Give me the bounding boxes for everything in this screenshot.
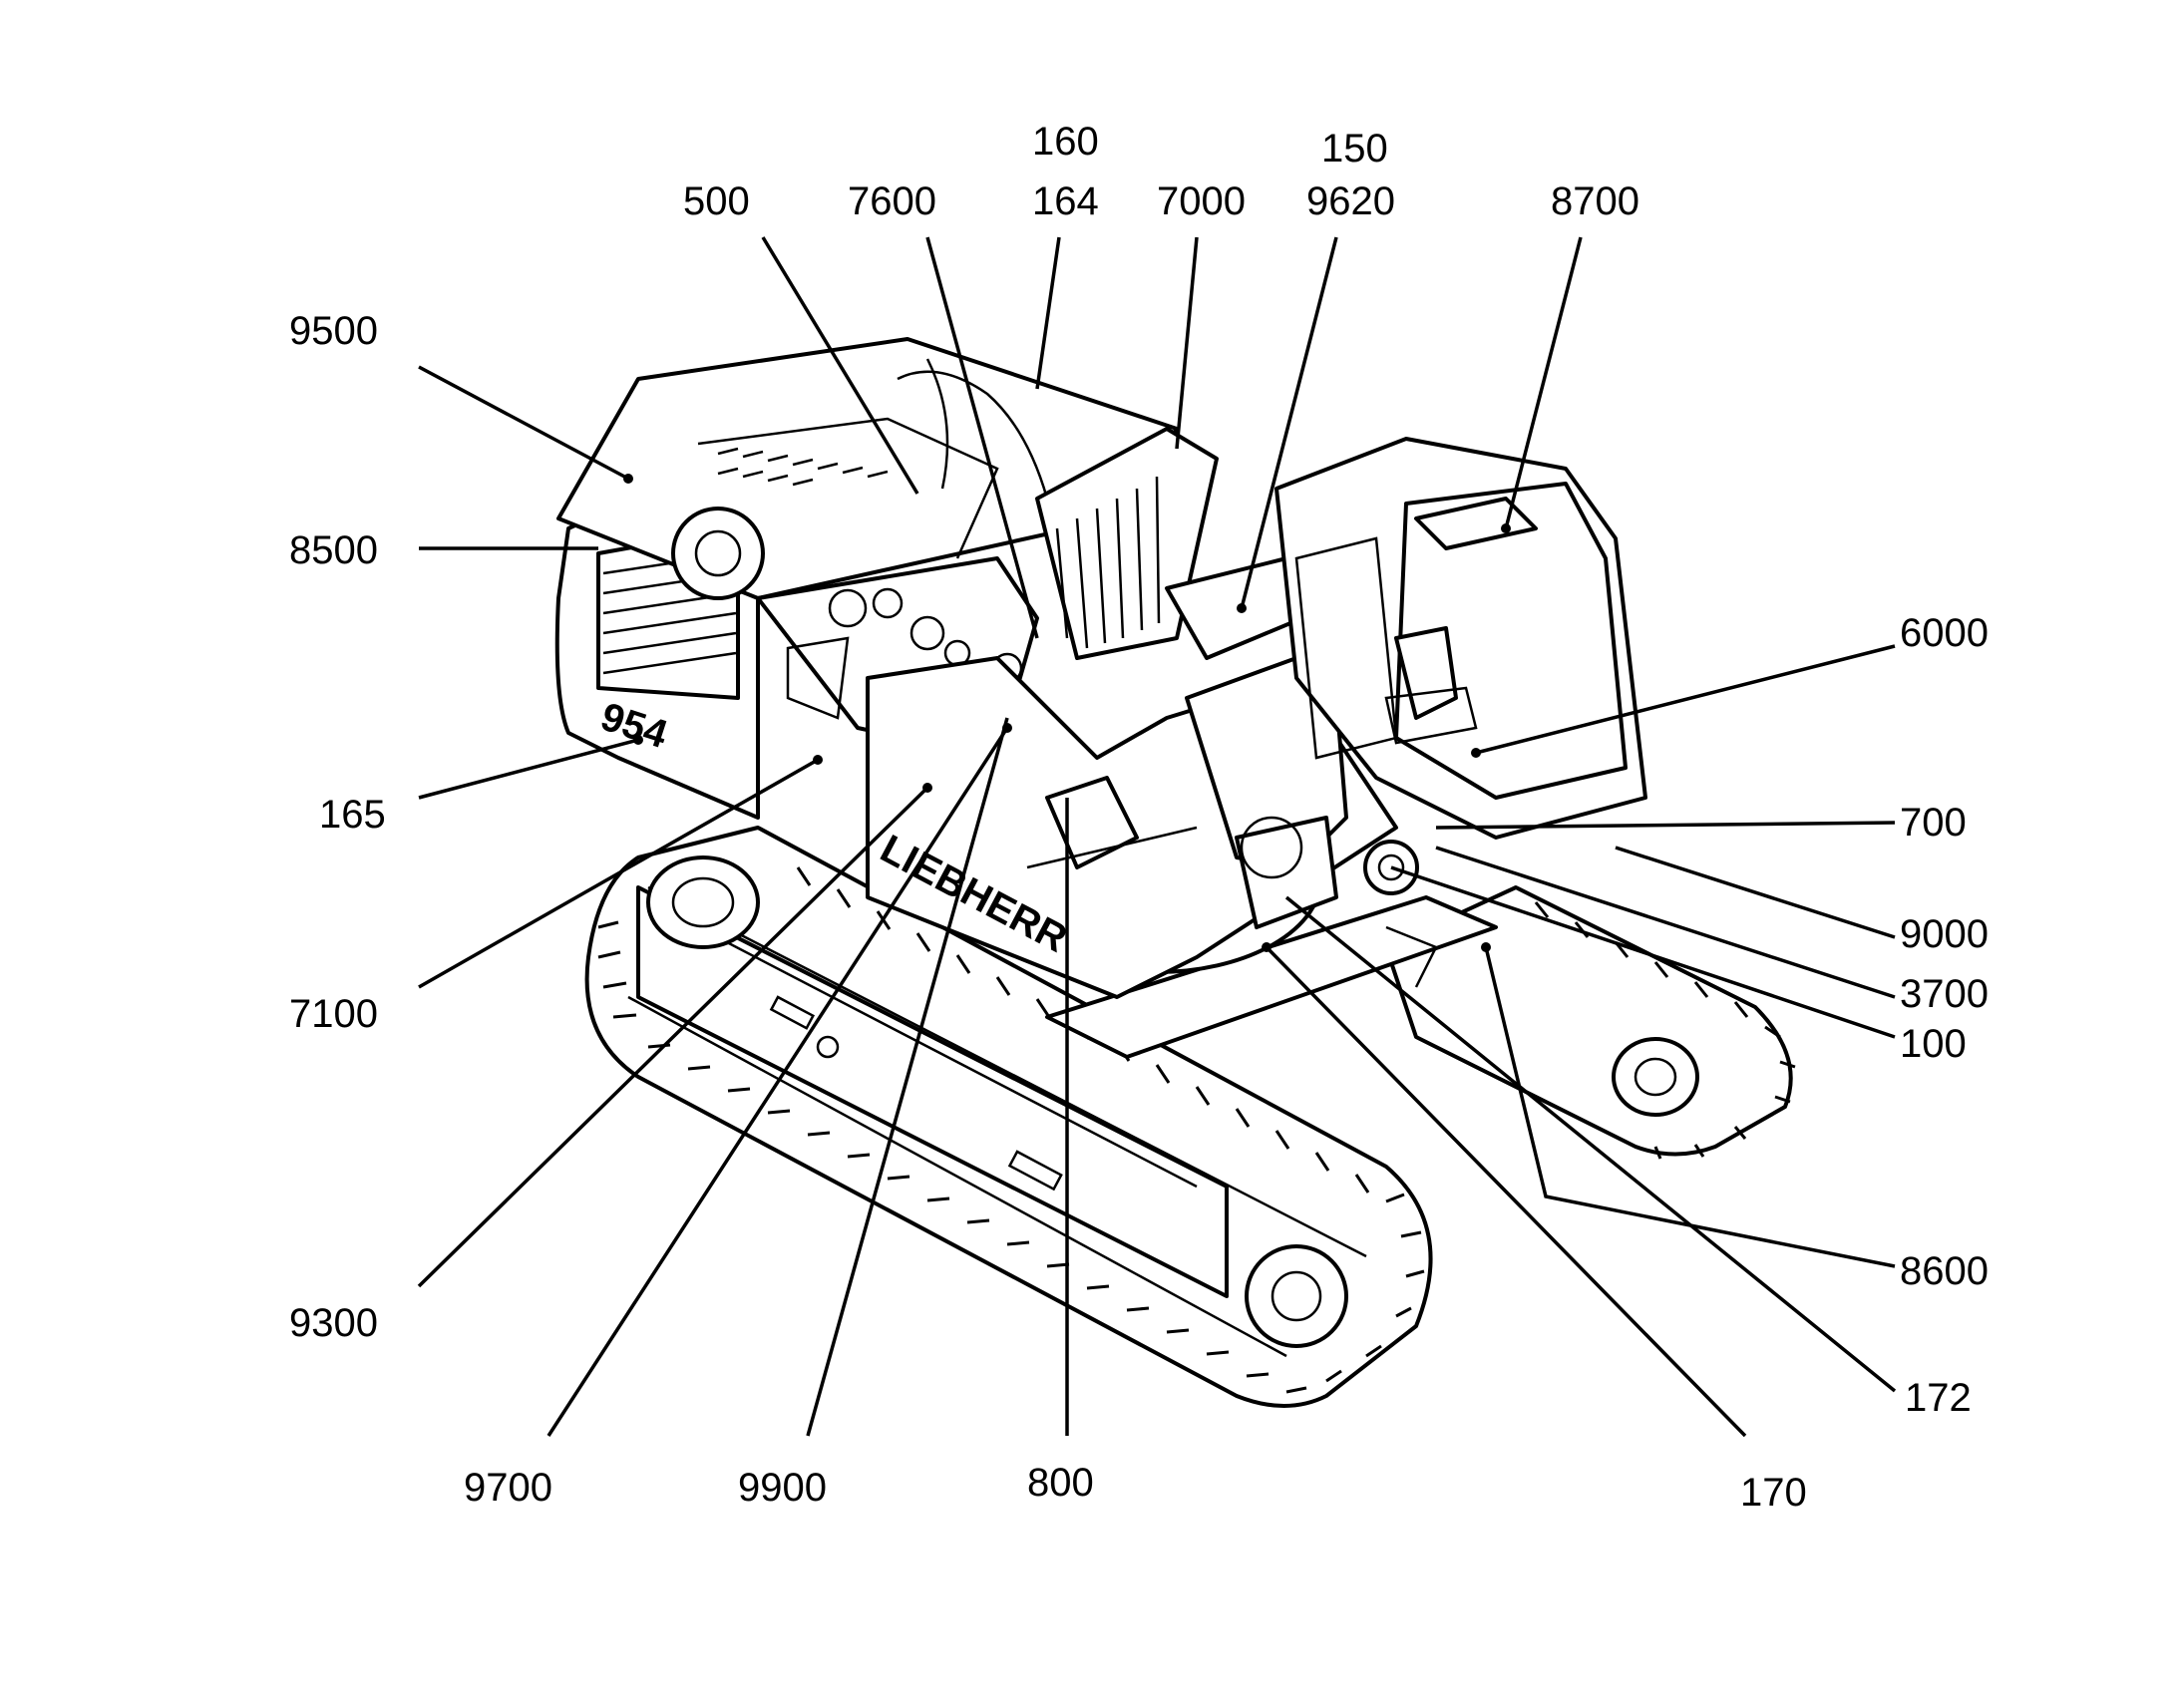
label-9620: 9620 (1306, 179, 1395, 223)
label-164: 164 (1032, 179, 1099, 223)
label-9700: 9700 (464, 1466, 552, 1510)
label-100: 100 (1900, 1022, 1967, 1066)
label-3700: 3700 (1900, 972, 1989, 1016)
label-172: 172 (1905, 1376, 1972, 1420)
roof-hatch (1414, 497, 1538, 550)
label-165: 165 (319, 793, 386, 837)
label-7100: 7100 (289, 992, 378, 1036)
label-9500: 9500 (289, 309, 378, 353)
label-8500: 8500 (289, 528, 378, 572)
leader-lines (417, 236, 1897, 1438)
label-8700: 8700 (1551, 179, 1639, 223)
label-9900: 9900 (738, 1466, 827, 1510)
label-800: 800 (1027, 1461, 1094, 1505)
left-crawler-track (584, 826, 1433, 1408)
label-6000: 6000 (1900, 611, 1989, 655)
leader-dots (623, 474, 1511, 952)
label-8600: 8600 (1900, 1249, 1989, 1293)
boom-foot (1185, 656, 1419, 929)
label-150: 150 (1321, 127, 1388, 171)
label-7600: 7600 (848, 179, 936, 223)
label-170: 170 (1740, 1471, 1807, 1515)
reference-labels: 9500 8500 165 7100 9300 9700 9900 800 17… (289, 120, 1989, 1515)
label-7000: 7000 (1157, 179, 1246, 223)
label-9300: 9300 (289, 1301, 378, 1345)
operator-cab (1274, 437, 1647, 840)
label-160: 160 (1032, 120, 1099, 164)
label-9000: 9000 (1900, 912, 1989, 956)
car-body (1045, 895, 1498, 1059)
label-700: 700 (1900, 801, 1967, 845)
label-500: 500 (683, 179, 750, 223)
uppercarriage: 954 (554, 337, 1647, 999)
